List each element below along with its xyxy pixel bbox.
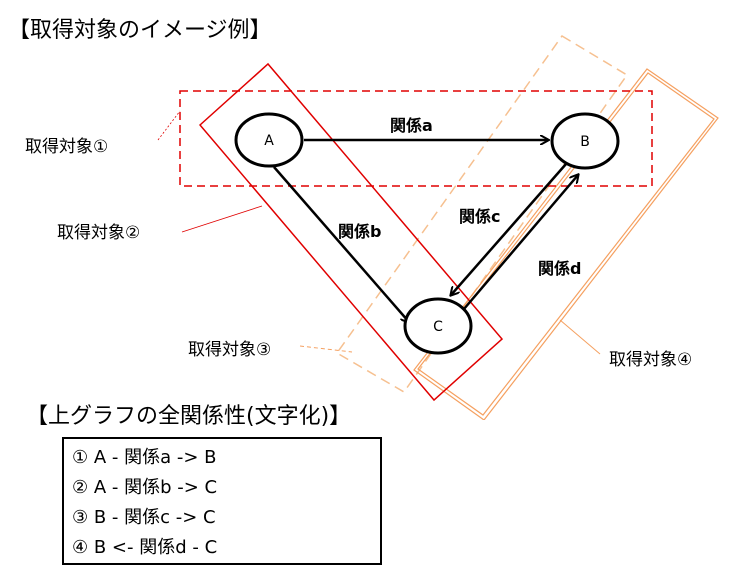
target-3-box <box>335 34 629 393</box>
edge-a-c <box>273 166 409 322</box>
summary-row-4: ④ B <- 関係d - C <box>72 537 218 558</box>
target-1-label: 取得対象① <box>25 137 109 157</box>
relation-d-label: 関係d <box>538 259 582 278</box>
edge-b-c <box>451 163 567 295</box>
target-1-box <box>179 90 653 187</box>
node-b <box>550 112 620 170</box>
target-4-label: 取得対象④ <box>609 350 693 370</box>
relationship-diagram: A B C <box>157 34 719 420</box>
target-3-label: 取得対象③ <box>188 340 272 360</box>
relation-a-label: 関係a <box>390 116 433 135</box>
node-b-label: B <box>580 134 590 150</box>
relation-c-label: 関係c <box>459 207 501 226</box>
target-3-leader <box>299 345 353 353</box>
target-2-box <box>198 62 504 402</box>
target-4-box-outer <box>413 68 719 420</box>
summary-heading: 【上グラフの全関係性(文字化)】 <box>26 404 352 429</box>
summary-row-2: ② A - 関係b -> C <box>72 477 218 498</box>
node-c-label: C <box>433 319 443 335</box>
page-title: 【取得対象のイメージ例】 <box>8 18 272 43</box>
target-2-label: 取得対象② <box>57 223 141 243</box>
target-4-leader <box>559 319 601 355</box>
summary-row-3: ③ B - 関係c -> C <box>72 507 216 528</box>
edge-c-b <box>463 175 578 310</box>
summary-row-1: ① A - 関係a -> B <box>72 447 217 468</box>
node-c <box>403 297 473 355</box>
relation-b-label: 関係b <box>338 222 382 241</box>
relations-summary-box: ① A - 関係a -> B ② A - 関係b -> C ③ B - 関係c … <box>62 437 382 565</box>
node-a-label: A <box>264 133 274 149</box>
node-a <box>234 112 304 168</box>
target-4-box-inner <box>417 72 715 416</box>
target-2-leader <box>181 205 263 233</box>
target-1-leader <box>157 110 181 141</box>
